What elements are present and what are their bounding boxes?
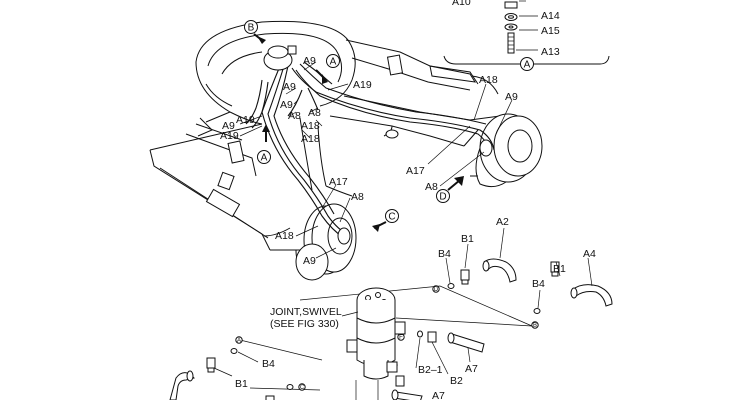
label-a19-top: A19 bbox=[353, 79, 372, 91]
label-b1-2: B1 bbox=[553, 263, 566, 275]
label-a9-4: A9 bbox=[222, 120, 235, 132]
hydraulic-hoses bbox=[245, 45, 495, 245]
marker-c: C bbox=[300, 385, 305, 391]
callout-c-text: C bbox=[388, 212, 395, 223]
callout-d-text: D bbox=[439, 192, 446, 203]
direction-arrows bbox=[253, 33, 464, 232]
detail-a-callout bbox=[520, 57, 534, 71]
oring-b4-right-icon bbox=[533, 308, 541, 314]
label-b4-2: B4 bbox=[532, 278, 545, 290]
oring-b4-icon bbox=[447, 283, 455, 289]
bolt-icon bbox=[507, 32, 515, 54]
label-b4-3: B4 bbox=[262, 358, 275, 370]
label-a2: A2 bbox=[496, 216, 509, 228]
label-a14: A14 bbox=[541, 10, 560, 22]
washer-icon bbox=[504, 23, 518, 31]
machine-frame-drawing bbox=[149, 20, 543, 281]
fitting-b1-left-icon bbox=[206, 357, 216, 369]
label-a19-2: A19 bbox=[220, 130, 239, 142]
label-b2: B2 bbox=[450, 375, 463, 387]
marker-f: F bbox=[399, 335, 403, 341]
label-a4: A4 bbox=[583, 248, 596, 260]
label-a18-bottom: A18 bbox=[275, 230, 294, 242]
label-a15: A15 bbox=[541, 25, 560, 37]
label-a9-right: A9 bbox=[505, 91, 518, 103]
label-a8-bottom: A8 bbox=[351, 191, 364, 203]
label-a10: A10 bbox=[452, 0, 471, 8]
label-a19-1: A19 bbox=[236, 114, 255, 126]
label-b4-1: B4 bbox=[438, 248, 451, 260]
fitting-b1-icon bbox=[460, 269, 470, 281]
label-b2-1: B2–1 bbox=[418, 364, 443, 376]
detail-a-callout-text: A bbox=[524, 60, 531, 71]
oring-b4-left-icon bbox=[230, 348, 238, 354]
callout-b-top bbox=[244, 20, 258, 34]
lock-washer-icon bbox=[504, 13, 518, 21]
label-a9-1: A9 bbox=[303, 55, 316, 67]
nut-icon bbox=[504, 1, 518, 9]
hose-a4-icon bbox=[571, 284, 613, 307]
label-a8-right: A8 bbox=[425, 181, 438, 193]
label-a18-right: A18 bbox=[479, 74, 498, 86]
swivel-joint-icon bbox=[346, 287, 406, 380]
fittings-assembly: D B A C F E bbox=[169, 227, 613, 400]
marker-a: A bbox=[237, 338, 241, 344]
label-b1-3: B1 bbox=[235, 378, 248, 390]
callout-c bbox=[385, 209, 399, 223]
label-a17-right: A17 bbox=[406, 165, 425, 177]
fitting-b2-icon bbox=[427, 331, 437, 343]
callout-d bbox=[436, 189, 450, 203]
callout-b-top-text: B bbox=[248, 23, 255, 34]
label-b1-1: B1 bbox=[461, 233, 474, 245]
label-a17-bottom: A17 bbox=[329, 176, 348, 188]
label-a8-1: A8 bbox=[308, 107, 321, 119]
joint-swivel-note-line1: JOINT,SWIVEL bbox=[270, 306, 342, 318]
label-a18-2: A18 bbox=[301, 133, 320, 145]
label-a9-2: A9 bbox=[283, 81, 296, 93]
label-a9-bottom: A9 bbox=[303, 255, 316, 267]
detail-a-bolt-assembly: A bbox=[443, 0, 610, 71]
label-a8-2: A8 bbox=[288, 110, 301, 122]
callout-a-left-text: A bbox=[261, 153, 268, 164]
marker-d: D bbox=[434, 287, 439, 293]
label-a13: A13 bbox=[541, 46, 560, 58]
leader-lines bbox=[239, 61, 513, 259]
tube-a7-icon bbox=[449, 333, 485, 353]
label-a7-2: A7 bbox=[432, 390, 445, 400]
callout-a-left bbox=[257, 150, 271, 164]
label-a7-1: A7 bbox=[465, 363, 478, 375]
joint-swivel-note-line2: (SEE FIG 330) bbox=[270, 318, 339, 330]
label-a9-3: A9 bbox=[280, 99, 293, 111]
callout-a-top-text: A bbox=[330, 57, 337, 68]
hose-a2-icon bbox=[483, 258, 517, 283]
marker-b: B bbox=[533, 323, 537, 329]
label-a18-1: A18 bbox=[301, 120, 320, 132]
callout-a-top bbox=[326, 54, 340, 68]
